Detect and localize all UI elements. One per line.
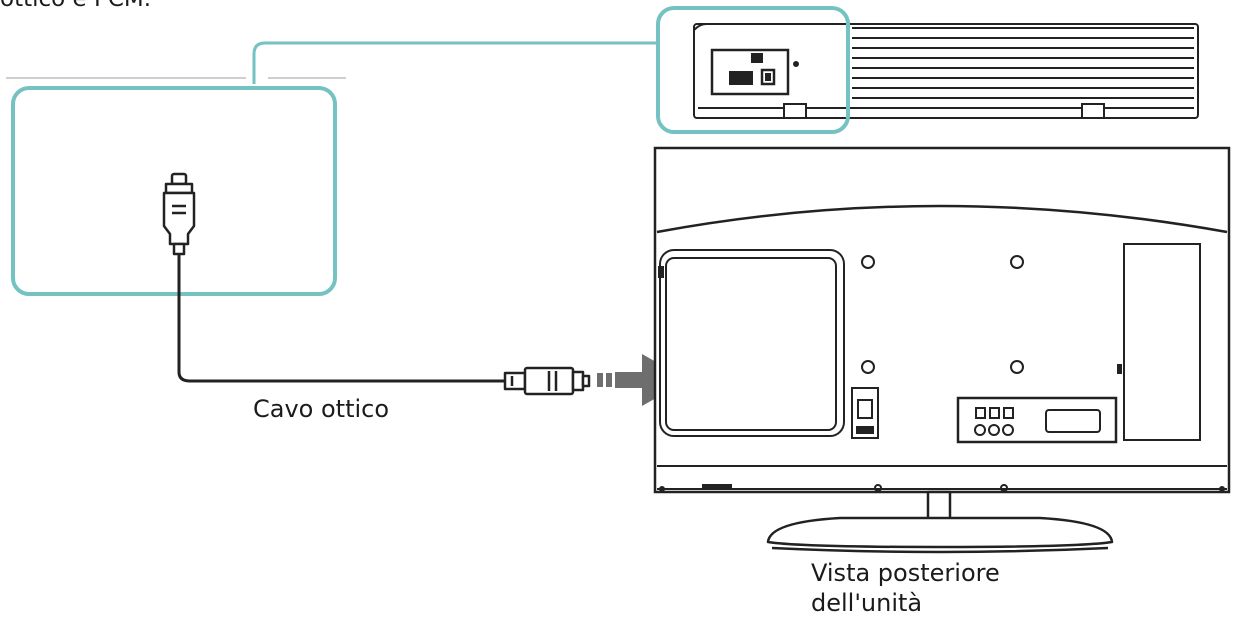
insert-arrow-icon (597, 354, 688, 406)
soundbar-rear (693, 23, 1199, 119)
rear-view-label-line1: Vista posteriore (811, 559, 1000, 587)
tv-stand (766, 490, 1114, 554)
cable-label: Cavo ottico (253, 395, 390, 423)
soundbar-port-top (751, 53, 763, 63)
optical-cable (177, 254, 506, 383)
port-highlight-frame (656, 6, 850, 134)
optical-plug-icon (162, 172, 196, 256)
mount-hole (1010, 255, 1024, 269)
callout-leader (252, 41, 658, 84)
mount-hole (861, 255, 875, 269)
rear-view-label-line2: dell'unità (811, 589, 923, 617)
tv-rear (653, 146, 1231, 494)
plug-callout (11, 86, 337, 296)
mount-hole (1010, 360, 1024, 374)
optical-connector-icon (503, 366, 591, 396)
mount-hole (861, 360, 875, 374)
partial-title: ottico e PCM. (0, 0, 151, 12)
soundbar-hdmi-port (729, 71, 753, 85)
